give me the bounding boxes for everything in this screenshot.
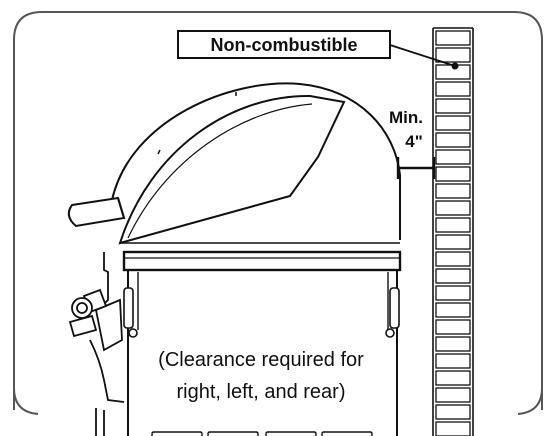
wall-brick: [435, 149, 471, 165]
wall-brick: [435, 421, 471, 436]
wall-brick: [435, 370, 471, 386]
material-leader-line: [389, 44, 456, 67]
wall-brick: [435, 132, 471, 148]
grill-body: [120, 242, 402, 436]
diagram-frame: [13, 11, 543, 410]
grill-left-side: [68, 252, 125, 436]
clearance-note-line-2: right, left, and rear): [177, 381, 346, 403]
wall-brick: [435, 319, 471, 335]
wall-brick: [435, 166, 471, 182]
wall-brick: [435, 404, 471, 420]
frame-bottom-left-curve: [13, 387, 39, 415]
wall-brick: [435, 200, 471, 216]
grill-lid: [111, 82, 401, 245]
wall-brick: [435, 234, 471, 250]
wall-brick: [435, 115, 471, 131]
lid-handle: [67, 196, 126, 228]
leader-dot: [451, 62, 459, 70]
wall-brick: [435, 336, 471, 352]
wall-brick: [435, 268, 471, 284]
clearance-label-value: 4": [405, 132, 423, 151]
wall-brick: [435, 47, 471, 63]
wall-brick: [435, 387, 471, 403]
side-brackets: [123, 287, 400, 338]
cabinet-door-tops: [151, 431, 373, 436]
wall-brick: [435, 30, 471, 46]
clearance-note-line-1: (Clearance required for: [158, 349, 364, 371]
material-label: Non-combustible: [211, 35, 358, 55]
wall-brick: [435, 251, 471, 267]
wall-brick: [435, 81, 471, 97]
wall-brick: [435, 217, 471, 233]
material-label-box: [177, 30, 391, 59]
wall-brick: [435, 183, 471, 199]
non-combustible-wall: [432, 27, 474, 436]
wall-brick: [435, 285, 471, 301]
wall-brick: [435, 98, 471, 114]
wall-brick: [435, 302, 471, 318]
wall-bricks: [435, 30, 471, 436]
wall-brick: [435, 353, 471, 369]
frame-bottom-right-curve: [517, 387, 543, 415]
clearance-dimension-line: [396, 157, 436, 179]
clearance-label-min: Min.: [389, 108, 423, 127]
